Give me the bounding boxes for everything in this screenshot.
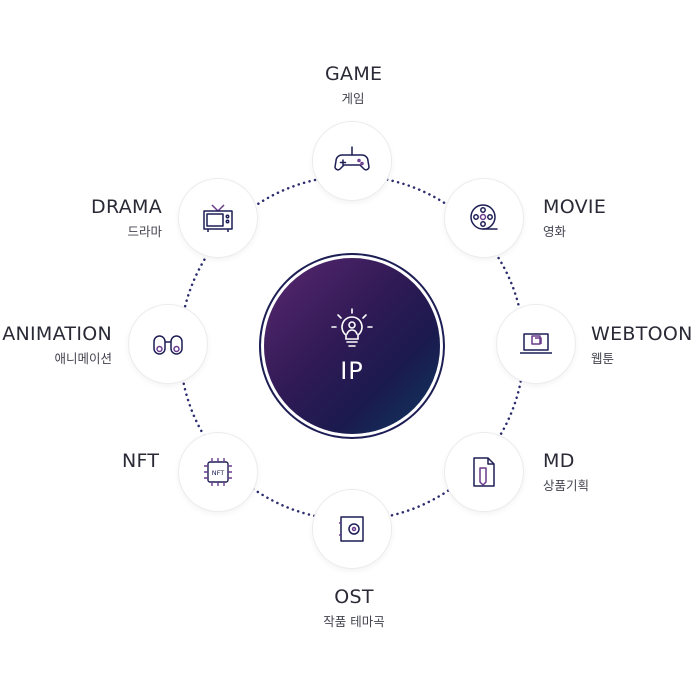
- node-drama[interactable]: [178, 178, 258, 258]
- label-md: MD 상품기획: [543, 450, 590, 493]
- laptop-icon: [520, 333, 552, 354]
- node-ost[interactable]: [312, 489, 392, 569]
- ip-center: IP: [264, 258, 440, 434]
- label-game: GAME 게임: [325, 63, 383, 106]
- node-md[interactable]: [444, 432, 524, 512]
- tv-icon: [203, 204, 233, 232]
- label-webtoon: WEBTOON 웹툰: [591, 323, 693, 366]
- film-reel-icon: [470, 204, 498, 230]
- binoculars-icon: [153, 335, 183, 355]
- gamepad-icon: [334, 146, 370, 171]
- label-ost: OST 작품 테마곡: [323, 586, 385, 629]
- label-movie: MOVIE 영화: [543, 196, 607, 239]
- node-webtoon[interactable]: [496, 304, 576, 384]
- node-nft[interactable]: NFT: [178, 432, 258, 512]
- lightbulb-icon: [331, 308, 373, 347]
- ip-label: IP: [340, 357, 364, 385]
- label-animation: ANIMATION 애니메이션: [2, 323, 112, 366]
- speaker-icon: [339, 516, 364, 542]
- node-movie[interactable]: [444, 178, 524, 258]
- label-nft: NFT: [122, 450, 160, 472]
- node-animation[interactable]: [128, 304, 208, 384]
- node-game[interactable]: [312, 121, 392, 201]
- nft-chip-icon: NFT: [204, 458, 232, 486]
- label-drama: DRAMA 드라마: [91, 196, 162, 239]
- document-pencil-icon: [473, 457, 495, 487]
- svg-text:NFT: NFT: [212, 469, 224, 477]
